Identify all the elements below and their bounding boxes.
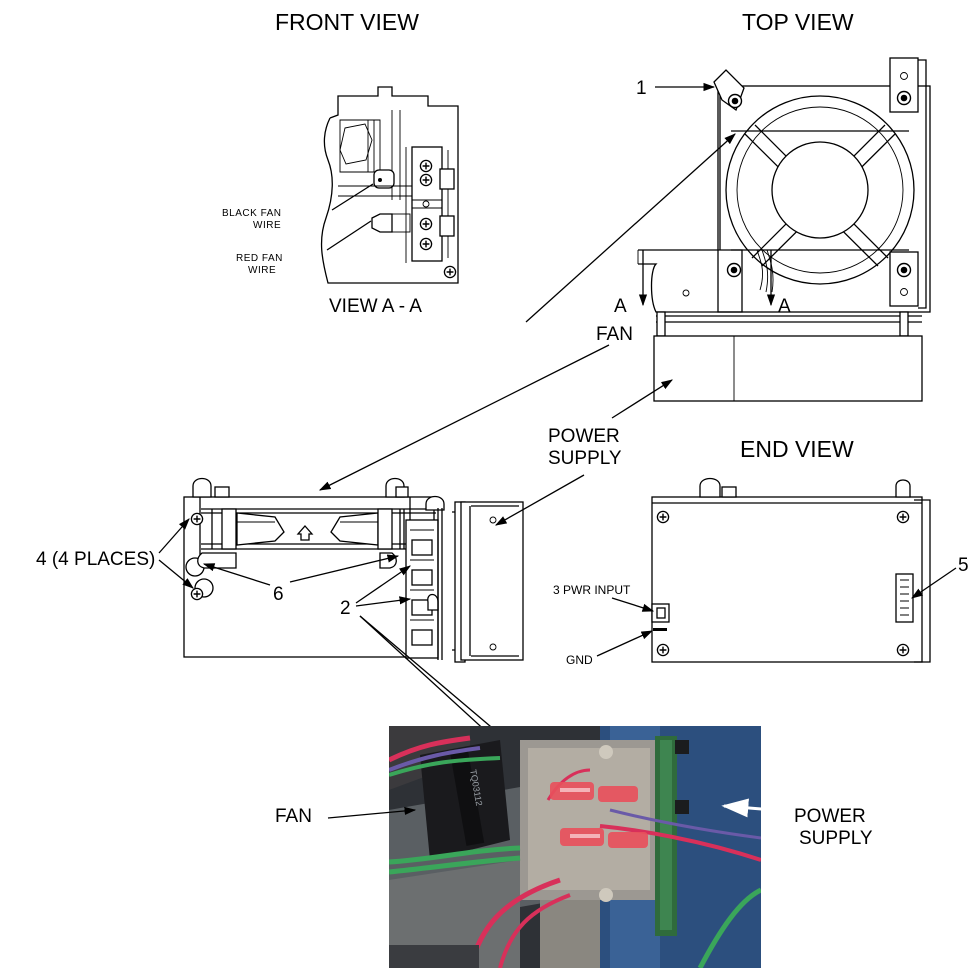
callout-4-leader-lower xyxy=(158,559,194,589)
power-supply-photo-label-line2: SUPPLY xyxy=(799,828,873,849)
pwr-input-leader xyxy=(611,597,655,612)
gnd-leader xyxy=(596,630,654,657)
assembly-photo: TQ03112 xyxy=(389,726,761,968)
black-fan-wire-label-line2: WIRE xyxy=(253,220,281,231)
gnd-label: GND xyxy=(566,653,593,667)
power-supply-drawing-label-line2: SUPPLY xyxy=(548,448,622,469)
callout-5: 5 xyxy=(958,555,969,576)
fan-leader-to-front-view xyxy=(318,344,610,491)
callout-6-leader-right xyxy=(289,554,400,583)
fan-photo-leader xyxy=(327,806,417,819)
callout-4: 4 (4 PLACES) xyxy=(36,549,155,570)
end-view-drawing xyxy=(651,477,931,663)
callout-4-leader-upper xyxy=(158,518,190,554)
callout-1: 1 xyxy=(636,78,647,99)
power-supply-leader-to-front-view xyxy=(494,474,585,526)
fan-leader-to-top-view xyxy=(525,133,736,323)
section-a-right-label: A xyxy=(778,296,791,317)
fan-photo-label: FAN xyxy=(275,806,312,827)
view-aa-caption: VIEW A - A xyxy=(329,296,422,317)
power-supply-leader-to-top-view xyxy=(611,379,673,419)
callout-2-leader-upper xyxy=(355,565,411,604)
callout-6-leader-left xyxy=(202,563,271,586)
end-view-heading: END VIEW xyxy=(740,436,854,462)
top-view-drawing xyxy=(637,57,931,402)
section-a-left-label: A xyxy=(614,296,627,317)
fan-drawing-label: FAN xyxy=(596,324,633,345)
black-fan-wire-label-line1: BLACK FAN xyxy=(222,208,282,219)
callout-5-leader xyxy=(911,567,957,599)
red-fan-wire-label-line2: WIRE xyxy=(248,265,276,276)
power-supply-photo-leader xyxy=(721,798,787,818)
front-view-drawing xyxy=(183,477,524,663)
callout-2-leader-lower xyxy=(355,596,412,607)
front-view-heading: FRONT VIEW xyxy=(275,9,419,35)
power-supply-drawing-label-line1: POWER xyxy=(548,426,620,447)
view-aa-drawing xyxy=(320,86,459,284)
callout-6-left: 6 xyxy=(273,584,284,605)
top-view-heading: TOP VIEW xyxy=(742,9,854,35)
power-supply-photo-label-line1: POWER xyxy=(794,806,866,827)
pwr-input-label: 3 PWR INPUT xyxy=(553,583,631,597)
red-fan-wire-label-line1: RED FAN xyxy=(236,253,283,264)
callout-2: 2 xyxy=(340,598,351,619)
